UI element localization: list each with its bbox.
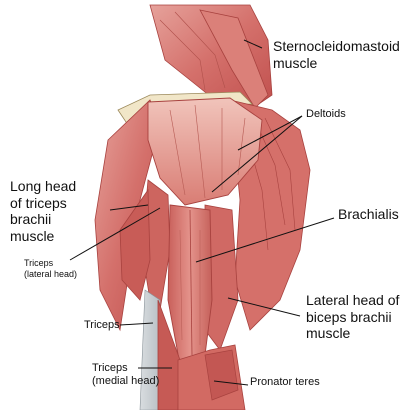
label-sternocleidomastoid: Sternocleidomastoid muscle [273, 38, 400, 71]
label-triceps: Triceps [84, 319, 120, 332]
label-triceps-lateral-head: Triceps (lateral head) [24, 258, 77, 279]
triceps-tendon [140, 290, 160, 410]
label-pronator-teres: Pronator teres [250, 376, 320, 389]
label-triceps-medial-head: Triceps (medial head) [92, 362, 159, 388]
label-brachialis: Brachialis [338, 206, 399, 223]
label-deltoids: Deltoids [306, 108, 346, 121]
label-lateral-head-biceps: Lateral head of biceps brachii muscle [306, 292, 399, 342]
label-long-head-triceps: Long head of triceps brachii muscle [10, 178, 76, 244]
